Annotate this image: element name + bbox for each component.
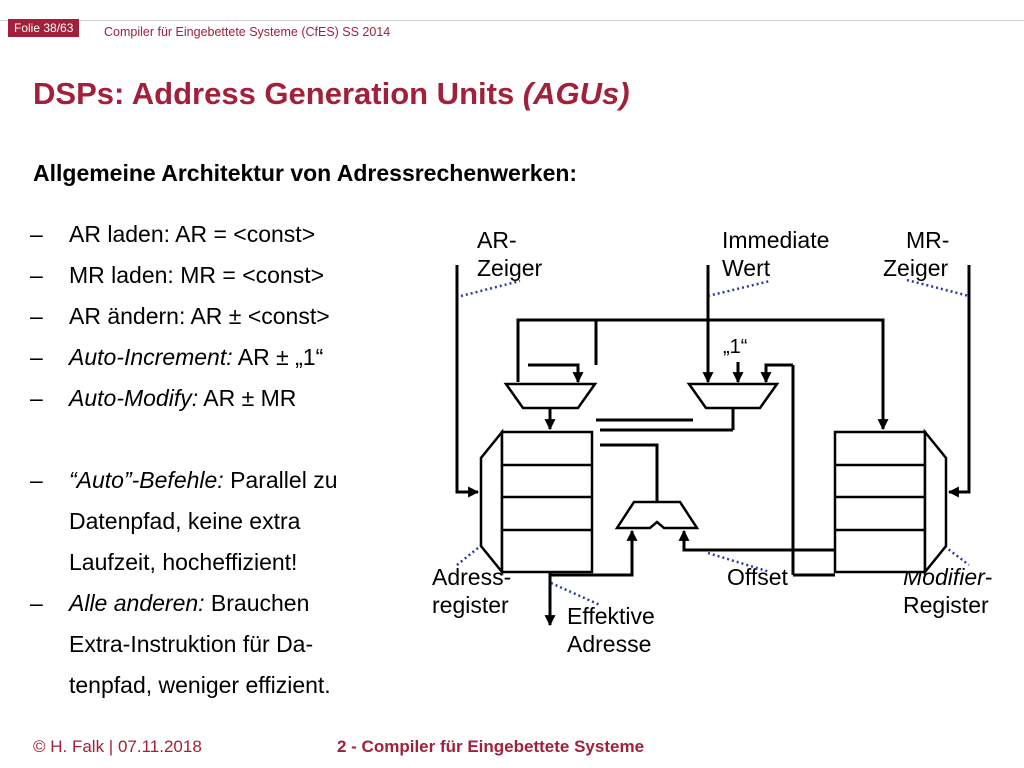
bullet-continuation: Extra-Instruktion für Da- <box>69 631 314 657</box>
modifier-register-file <box>833 428 948 576</box>
slide-title: DSPs: Address Generation Units (AGUs) <box>33 76 630 112</box>
footer-author-date: © H. Falk | 07.11.2018 <box>33 737 202 756</box>
bullet-item: Auto-Modify: AR ± MR <box>30 378 430 419</box>
slide-title-main: DSPs: Address Generation Units <box>33 76 523 111</box>
address-register-file <box>479 428 594 576</box>
bullet-continuation: tenpfad, weniger effizient. <box>69 672 331 698</box>
modifier-register-label: Modifier- <box>903 564 992 590</box>
mr-zeiger-label: MR-Zeiger <box>883 227 949 281</box>
bullet-item: AR ändern: AR ± <const> <box>30 296 430 337</box>
slide-number-badge: Folie 38/63 <box>8 19 80 37</box>
slide-subtitle: Allgemeine Architektur von Adressrechenw… <box>33 160 578 186</box>
offset-label: Offset <box>727 564 789 590</box>
bullet-item: AR laden: AR = <const> <box>30 214 430 255</box>
bullet-continuation: Datenpfad, keine extra <box>69 508 301 534</box>
bullet-item: Auto-Increment: AR ± „1“ <box>30 337 430 378</box>
data-paths <box>455 265 971 627</box>
bullet-list: AR laden: AR = <const> MR laden: MR = <c… <box>30 214 430 706</box>
adressregister-label: Adress-register <box>432 564 511 618</box>
header-rule <box>0 20 1024 21</box>
slide-title-italic: (AGUs) <box>522 76 630 111</box>
immediate-multiplexer <box>686 382 780 410</box>
bullet-item: “Auto”-Befehle: Parallel zu <box>30 460 430 501</box>
constant-one-label: „1“ <box>723 336 747 358</box>
bullet-item: Alle anderen: Brauchen <box>30 583 430 624</box>
bullet-continuation: Laufzeit, hocheffizient! <box>69 549 298 575</box>
footer-chapter: 2 - Compiler für Eingebettete Systeme <box>337 737 645 756</box>
adder-unit <box>614 500 700 530</box>
course-title: Compiler für Eingebettete Systeme (CfES)… <box>104 25 391 39</box>
bullet-item: MR laden: MR = <const> <box>30 255 430 296</box>
ar-zeiger-label: AR-Zeiger <box>477 227 543 281</box>
ar-multiplexer <box>503 382 598 410</box>
modifier-register-label-2: Register <box>903 592 989 618</box>
